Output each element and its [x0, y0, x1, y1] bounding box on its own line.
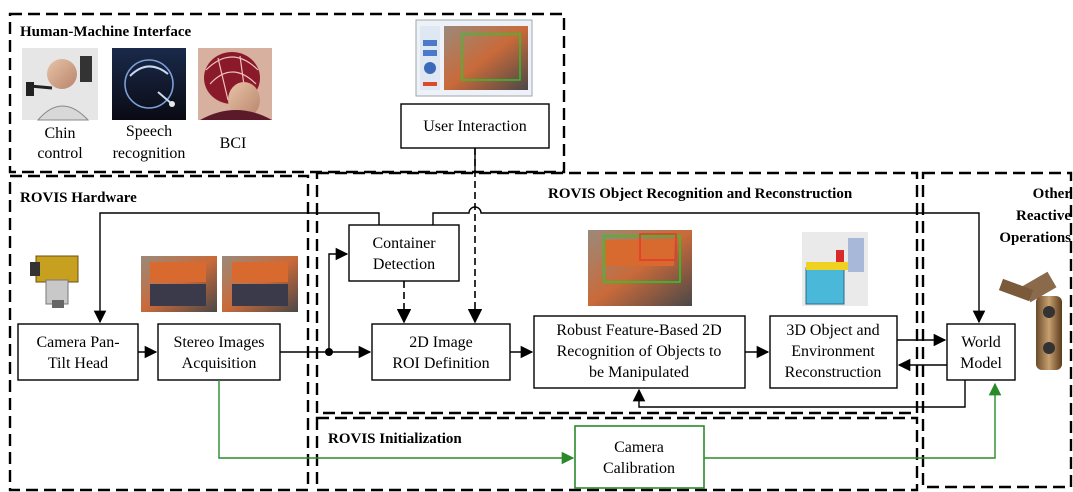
hardware-region: [8, 174, 310, 492]
initialization-region: [315, 416, 919, 492]
other-title-line3: Operations: [999, 230, 1071, 246]
recognized-object-photo: [588, 230, 692, 306]
edge-junction-to-container: [328, 247, 349, 352]
speech-recognition-photo: [112, 48, 186, 120]
edge-container-to-world: [432, 206, 986, 324]
robot-arm-photo: [998, 271, 1062, 370]
edge-world-to-feature: [632, 380, 966, 408]
user-interaction-block: [400, 103, 550, 149]
hmi-title: Human-Machine Interface: [20, 24, 192, 40]
feature-recognition-line3: be Manipulated: [589, 364, 689, 381]
camera-calibration-block: [574, 425, 705, 489]
other-title-line1: Other: [1033, 186, 1072, 202]
roi-definition-line2: ROI Definition: [392, 355, 489, 372]
camera-pan-tilt-block: [17, 323, 139, 381]
roi-definition-line1: 2D Image: [409, 334, 473, 351]
other-operations-region: [921, 171, 1073, 489]
roi-definition-block: [371, 323, 511, 381]
other-title-line2: Reactive: [1016, 208, 1071, 224]
reconstruction-line1: 3D Object and: [786, 322, 879, 339]
recognition-title: ROVIS Object Recognition and Reconstruct…: [548, 186, 853, 202]
world-model-line2: Model: [960, 355, 1002, 372]
edge-container-to-camera: [93, 212, 380, 324]
edge-stereo-to-calibration: [218, 380, 575, 465]
hardware-title: ROVIS Hardware: [20, 190, 137, 206]
recognition-region: [315, 171, 919, 415]
camera-pan-tilt-line1: Camera Pan-: [36, 334, 119, 351]
feature-recognition-block: [533, 315, 746, 389]
reconstruction-block: [769, 315, 898, 389]
container-detection-line1: Container: [372, 235, 436, 252]
initialization-title: ROVIS Initialization: [328, 431, 462, 447]
hmi-region: [8, 12, 566, 174]
stereo-image-right: [222, 256, 298, 312]
stereo-image-left: [141, 256, 217, 312]
reconstruction-line3: Reconstruction: [785, 364, 882, 381]
stereo-acquisition-line1: Stereo Images: [173, 334, 264, 351]
world-model-line1: World: [961, 334, 1001, 351]
user-interaction-label: User Interaction: [423, 118, 527, 135]
container-detection-block: [348, 224, 460, 282]
camera-calibration-line1: Camera: [614, 439, 664, 456]
world-model-block: [946, 323, 1016, 381]
stereo-acquisition-line2: Acquisition: [182, 355, 257, 372]
feature-recognition-line1: Robust Feature-Based 2D: [556, 322, 721, 339]
feature-recognition-line2: Recognition of Objects to: [557, 343, 722, 360]
bci-photo: [198, 48, 272, 120]
chin-control-photo: [22, 48, 98, 121]
container-detection-line2: Detection: [373, 256, 435, 273]
chin-caption-line2: control: [37, 145, 83, 162]
reconstruction-3d-render: [802, 232, 868, 306]
edge-calibration-to-world: [704, 382, 1002, 459]
chin-caption-line1: Chin: [44, 125, 75, 142]
camera-pan-tilt-line2: Tilt Head: [48, 355, 108, 372]
speech-caption-line2: recognition: [113, 145, 186, 162]
user-interaction-screenshot: [415, 19, 533, 97]
camera-calibration-line2: Calibration: [603, 460, 675, 477]
stereo-acquisition-block: [157, 323, 281, 381]
bci-caption: BCI: [220, 135, 247, 152]
reconstruction-line2: Environment: [791, 343, 875, 360]
camera-pan-tilt-photo: [30, 255, 79, 308]
speech-caption-line1: Speech: [126, 123, 172, 140]
